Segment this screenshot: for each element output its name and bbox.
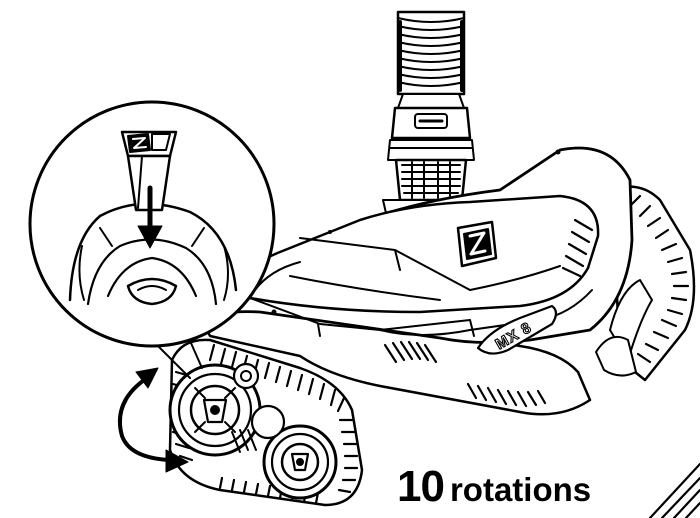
cleaner-body [198,146,634,416]
front-wheel-left [168,363,262,457]
rotate-arrow-icon [117,367,189,473]
rotation-unit: rotations [449,471,592,508]
drive-gear [231,362,286,453]
zodiac-logo-icon [456,220,498,268]
front-wheel-right [262,424,338,500]
rotation-count: 10 [397,462,445,511]
insert-arrow-icon [137,185,163,249]
page-hatch [648,462,700,518]
hose [396,10,466,96]
model-badge [476,304,558,355]
detail-inset [28,100,276,348]
